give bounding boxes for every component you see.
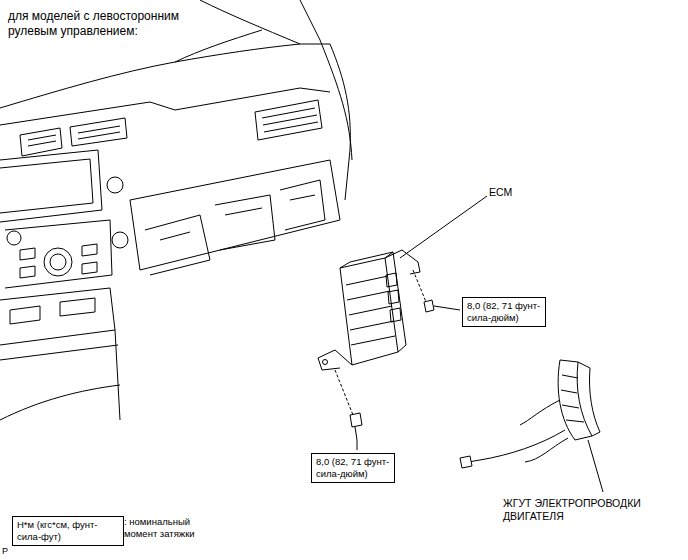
torque-box: 8,0 (82, 71 фунт-сила-дюйм) [311, 453, 395, 483]
upper-bracket [385, 250, 420, 274]
legend-note: : номинальный момент затяжки [124, 516, 224, 540]
dash-cavity [130, 160, 340, 270]
bolt [424, 300, 434, 312]
unit-box: Н*м (кгс*см, фунт-сила-фут) [12, 516, 124, 546]
dial [50, 254, 66, 270]
ecm-edge [340, 252, 406, 352]
box-text: Н*м (кгс*см, фунт-сила-фут) [17, 519, 119, 543]
dashed-line [413, 270, 426, 302]
harness-ribs [561, 375, 584, 422]
heading: для моделей с левосторонним рулевым упра… [8, 9, 193, 39]
lower-bracket [318, 350, 352, 370]
lower-panel [0, 288, 115, 345]
harness-wire [525, 438, 568, 462]
display-frame [0, 150, 102, 222]
dash-top [0, 44, 330, 108]
leader-line [434, 306, 460, 310]
internal-parts [160, 195, 315, 240]
dashed-line [335, 370, 353, 415]
harness-connector [558, 360, 592, 440]
ecm-ribs [346, 276, 395, 345]
dash-edge [0, 88, 330, 125]
part-name: ЖГУТ ЭЛЕКТРОПРОВОДКИ ДВИГАТЕЛЯ [503, 497, 673, 523]
harness-wire [468, 400, 565, 462]
center-vents [20, 118, 127, 156]
ecm-connectors [386, 273, 401, 322]
knob [107, 177, 123, 193]
dashboard-drawing [0, 0, 352, 420]
bolt [350, 413, 362, 440]
vent-slats [28, 126, 120, 146]
dash-line [175, 30, 262, 62]
a-pillar [300, 0, 352, 160]
page-mark: P [2, 546, 14, 558]
console [0, 330, 120, 420]
display [0, 159, 93, 213]
box-text: 8,0 (82, 71 фунт-сила-дюйм) [316, 456, 390, 480]
windshield-edge [200, 0, 300, 44]
dial [44, 248, 72, 276]
buttons [20, 244, 97, 278]
wire-terminal [460, 456, 472, 468]
hole [323, 360, 328, 365]
part-name: ECM [489, 186, 549, 199]
box-text: 8,0 (82, 71 фунт-сила-дюйм) [467, 300, 541, 324]
side-vent [255, 100, 322, 140]
leader-line [357, 440, 358, 450]
switches [10, 298, 95, 324]
harness-drawing [460, 360, 603, 492]
harness-connector [578, 362, 600, 436]
control-panel [5, 220, 112, 288]
torque-box: 8,0 (82, 71 фунт-сила-дюйм) [462, 297, 546, 327]
leader-line [588, 440, 603, 492]
knob [7, 231, 21, 245]
leader-line [400, 196, 487, 258]
internal-parts [145, 180, 325, 275]
knob [112, 232, 128, 248]
